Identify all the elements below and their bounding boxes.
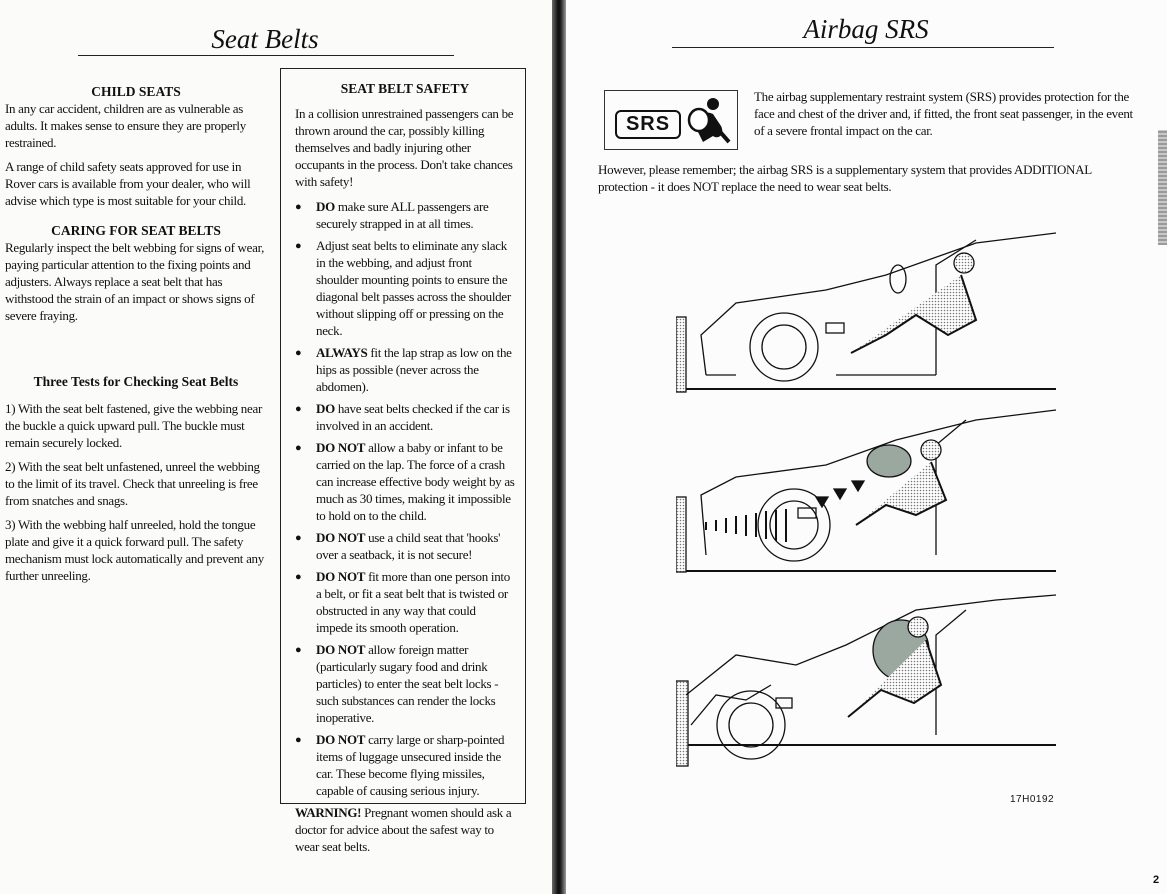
srs-label: SRS — [615, 110, 681, 139]
test-item: 1) With the seat belt fastened, give the… — [5, 401, 262, 450]
srs-badge: SRS — [604, 90, 738, 150]
title-rule — [672, 47, 1054, 48]
safety-item: ALWAYS fit the lap strap as low on the h… — [295, 344, 515, 395]
safety-item: DO NOT allow a baby or infant to be carr… — [295, 439, 515, 524]
page-number: 2 — [1153, 874, 1160, 886]
left-page: Seat Belts CHILD SEATS In any car accide… — [0, 0, 552, 894]
box-intro: In a collision unrestrained passengers c… — [295, 106, 514, 189]
page-title: Seat Belts — [211, 24, 319, 54]
test-item: 2) With the seat belt unfastened, unreel… — [5, 459, 260, 508]
car-normal-drawing — [676, 232, 1057, 393]
safety-list: DO make sure ALL passengers are securely… — [295, 198, 515, 799]
airbag-person-icon — [687, 98, 731, 144]
section-heading: CARING FOR SEAT BELTS — [51, 223, 221, 238]
figure-code: 17H0192 — [1010, 794, 1055, 805]
warning-note: WARNING! Pregnant women should ask a doc… — [295, 805, 512, 854]
page-edge-tab — [1158, 130, 1167, 245]
section-heading: Three Tests for Checking Seat Belts — [33, 374, 239, 389]
seat-belt-safety-box: SEAT BELT SAFETY In a collision unrestra… — [280, 68, 526, 854]
car-deploying-drawing — [676, 409, 1057, 573]
safety-item: DO make sure ALL passengers are securely… — [295, 198, 515, 232]
tests-section: Three Tests for Checking Seat Belts 1) W… — [5, 374, 267, 591]
title-rule — [78, 55, 454, 56]
paragraph: Regularly inspect the belt webbing for s… — [5, 240, 265, 323]
car-crash-drawing — [676, 594, 1057, 767]
book-gutter — [552, 0, 566, 894]
box-heading: SEAT BELT SAFETY — [340, 81, 470, 96]
safety-item: DO NOT allow foreign matter (particularl… — [295, 641, 515, 726]
safety-item: Adjust seat belts to eliminate any slack… — [295, 237, 515, 339]
test-item: 3) With the webbing half unreeled, hold … — [5, 517, 264, 583]
safety-item: DO have seat belts checked if the car is… — [295, 400, 515, 434]
page-title: Airbag SRS — [803, 14, 929, 44]
safety-item: DO NOT carry large or sharp-pointed item… — [295, 731, 515, 799]
airbag-note: However, please remember; the airbag SRS… — [598, 162, 1092, 194]
paragraph: A range of child safety seats approved f… — [5, 159, 251, 208]
safety-item: DO NOT use a child seat that 'hooks' ove… — [295, 529, 515, 563]
right-page: Airbag SRS SRS The airbag supplementary … — [566, 0, 1167, 894]
child-seats-section: CHILD SEATS In any car accident, childre… — [5, 84, 267, 331]
safety-item: DO NOT fit more than one person into a b… — [295, 568, 515, 636]
section-heading: CHILD SEATS — [91, 84, 181, 99]
airbag-crash-illustration — [676, 232, 1057, 767]
airbag-intro: The airbag supplementary restraint syste… — [754, 89, 1133, 138]
paragraph: In any car accident, children are as vul… — [5, 101, 246, 150]
